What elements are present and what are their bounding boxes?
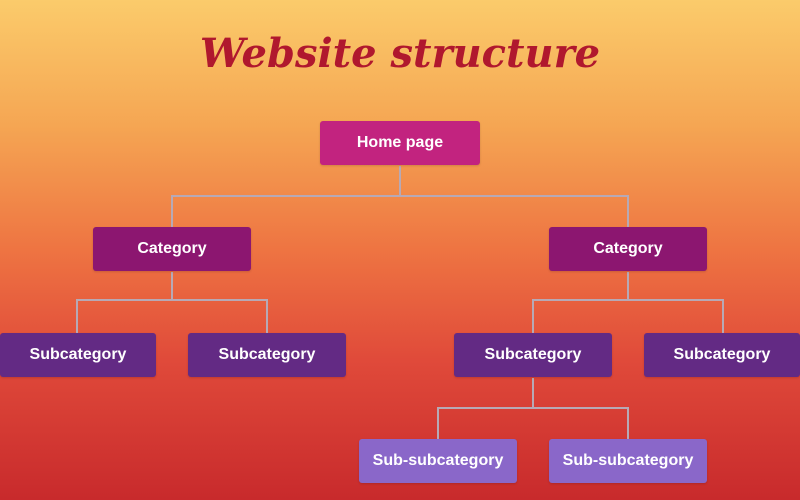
connector-home-to-categories (171, 166, 629, 227)
subcategory-node-1: Subcategory (0, 333, 156, 377)
category-node-right: Category (549, 227, 707, 271)
connector-subcategory-to-subsubcategories (437, 378, 629, 439)
category-node-left: Category (93, 227, 251, 271)
subsubcategory-node-2: Sub-subcategory (549, 439, 707, 483)
subcategory-node-3: Subcategory (454, 333, 612, 377)
subsubcategory-node-1: Sub-subcategory (359, 439, 517, 483)
home-page-node: Home page (320, 121, 480, 165)
connector-right-category-to-subcategories (532, 272, 724, 333)
subcategory-node-4: Subcategory (644, 333, 800, 377)
subcategory-node-2: Subcategory (188, 333, 346, 377)
page-title: Website structure (199, 30, 601, 77)
connector-left-category-to-subcategories (76, 272, 268, 333)
